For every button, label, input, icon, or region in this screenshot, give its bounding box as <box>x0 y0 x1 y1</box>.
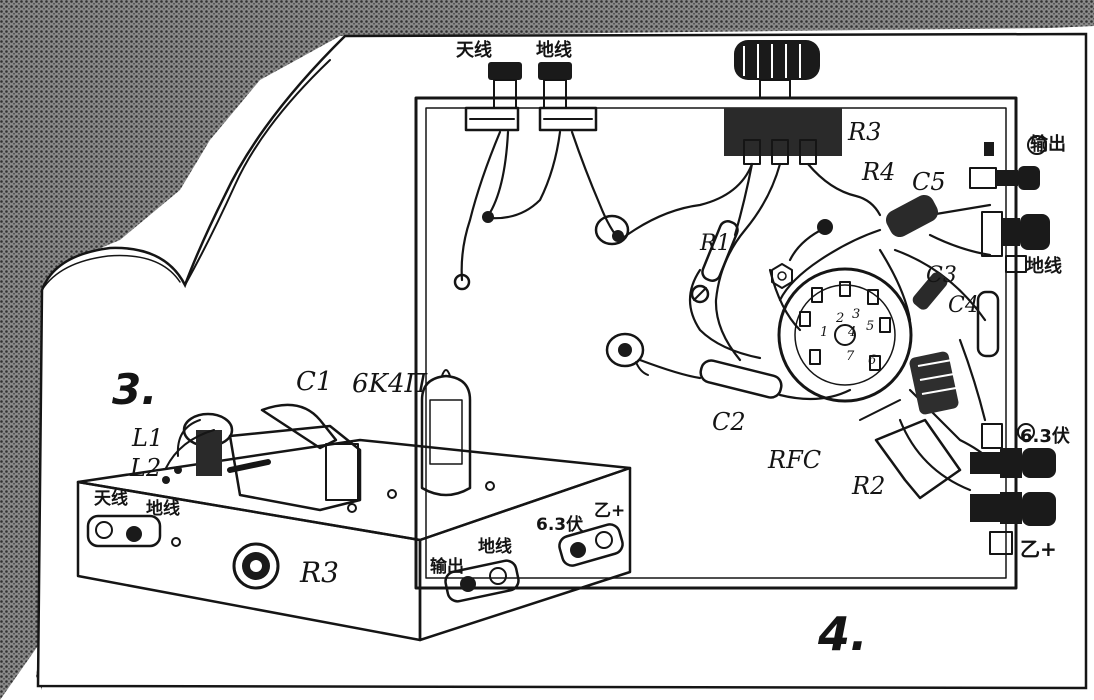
label-r2: R2 <box>851 472 885 500</box>
fig3-r3-knob <box>232 542 280 590</box>
c5-capacitor <box>885 194 939 238</box>
rfc-choke <box>859 351 959 421</box>
label-r4: R4 <box>861 158 895 186</box>
socket-pin-4: 4 <box>847 325 856 340</box>
c4-capacitor <box>976 290 1000 358</box>
fig3-chassis <box>76 369 632 642</box>
page-sheet <box>36 32 1088 690</box>
label-l1: L1 <box>131 424 163 452</box>
tube-socket <box>777 267 913 403</box>
fig3-label-output: 输出 <box>430 556 464 577</box>
fig4-label-output: 输出 <box>1030 133 1066 155</box>
fig4-label-heater: 6.3伏 <box>1020 425 1070 447</box>
r2-resistor <box>874 418 962 500</box>
label-r3-fig3: R3 <box>299 556 339 589</box>
fig4-label-ground-right: 地线 <box>1026 255 1062 277</box>
label-r3-fig4: R3 <box>847 118 881 146</box>
fig3-side-terminals <box>444 523 624 603</box>
socket-pin-1: 1 <box>820 325 828 340</box>
c2-capacitor <box>699 359 783 399</box>
label-r1: R1 <box>699 231 731 256</box>
socket-pin-5: 5 <box>866 319 874 334</box>
r3-potentiometer <box>724 40 842 165</box>
label-c5: C5 <box>912 168 946 196</box>
coil-l1-l2 <box>162 412 234 484</box>
fig3-label-b-plus: 乙+ <box>594 501 625 521</box>
fig4-label-antenna: 天线 <box>456 39 492 61</box>
socket-pin-2: 2 <box>835 311 844 326</box>
tube-6k4p <box>420 369 472 497</box>
antenna-terminal <box>464 62 522 132</box>
label-c4: C4 <box>948 293 979 318</box>
socket-pin-3: 3 <box>852 307 860 322</box>
socket-pin-7: 7 <box>846 349 855 364</box>
fig4-chassis <box>414 40 1056 590</box>
fig4-label-ground-top: 地线 <box>536 39 572 61</box>
label-l2: L2 <box>129 454 161 482</box>
fig3-label-antenna: 天线 <box>94 488 128 509</box>
fig3-label-ground-side: 地线 <box>478 536 512 557</box>
solder-lugs <box>453 211 833 304</box>
figure-number-3: 3. <box>112 365 157 414</box>
socket-pin-6: 6 <box>868 353 876 368</box>
c3-capacitor <box>912 272 948 310</box>
fig4-label-b-plus: 乙+ <box>1020 537 1057 561</box>
r1-resistor <box>701 220 739 282</box>
ground-lug <box>605 332 649 376</box>
label-c2: C2 <box>712 408 746 436</box>
label-c1: C1 <box>296 367 332 397</box>
fig3-front-terminals <box>86 514 181 548</box>
right-terminals <box>969 135 1056 555</box>
label-rfc: RFC <box>767 446 821 474</box>
c-lug <box>594 214 630 246</box>
fig3-label-ground-front: 地线 <box>146 498 180 519</box>
ground-terminal <box>538 62 598 132</box>
label-tube-6k4p: 6K4П <box>352 369 429 399</box>
c1-variable-capacitor <box>227 403 362 512</box>
label-c3: C3 <box>926 263 957 288</box>
fig3-label-heater: 6.3伏 <box>536 514 583 535</box>
figure-number-4: 4. <box>817 607 867 661</box>
